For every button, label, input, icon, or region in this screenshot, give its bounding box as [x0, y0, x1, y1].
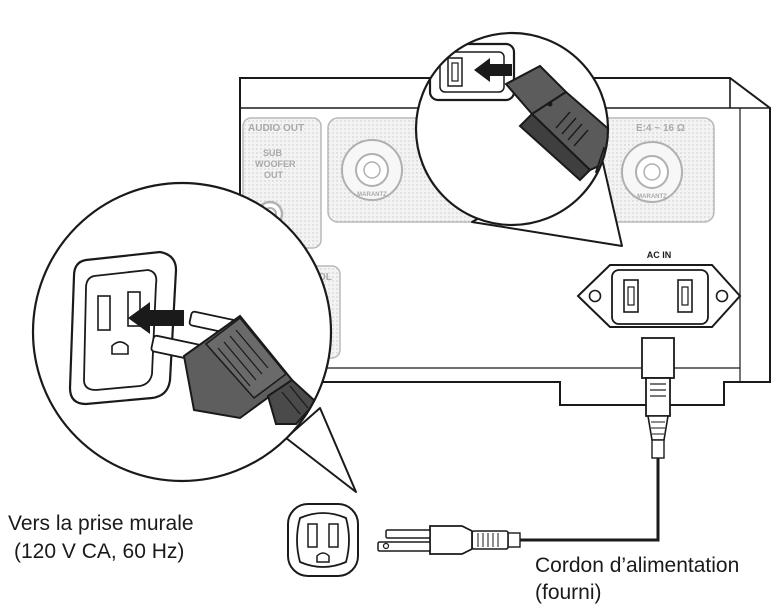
power-cord: [377, 337, 675, 555]
svg-text:MARANTZ: MARANTZ: [357, 192, 387, 198]
svg-text:OUT: OUT: [264, 170, 284, 180]
wall-outlet-small: [287, 503, 359, 577]
svg-text:AC IN: AC IN: [647, 250, 672, 260]
svg-text:SUB: SUB: [263, 148, 283, 158]
small-wall-plug: [377, 525, 521, 555]
wall-plug-closeup: [150, 310, 318, 425]
magnifier-ac-inlet: [414, 31, 623, 247]
svg-text:OL: OL: [318, 272, 332, 283]
speaker-terminal-left: MARANTZ: [341, 139, 403, 201]
svg-text:E:4 ~ 16 Ω: E:4 ~ 16 Ω: [636, 123, 685, 134]
ac-inlet: AC IN: [576, 250, 742, 328]
magnifier-wall-outlet: [31, 181, 357, 493]
wall-outlet-label-line1: Vers la prise murale: [8, 512, 194, 535]
svg-text:MARANTZ: MARANTZ: [637, 194, 667, 200]
power-cord-label-line2: (fourni): [535, 581, 602, 604]
svg-text:WOOFER: WOOFER: [255, 159, 296, 169]
speaker-terminal-right: MARANTZ: [621, 141, 683, 203]
wall-outlet-label-line2: (120 V CA, 60 Hz): [14, 540, 185, 563]
power-cord-label-line1: Cordon d’alimentation: [535, 554, 740, 577]
svg-text:AUDIO OUT: AUDIO OUT: [248, 123, 304, 134]
